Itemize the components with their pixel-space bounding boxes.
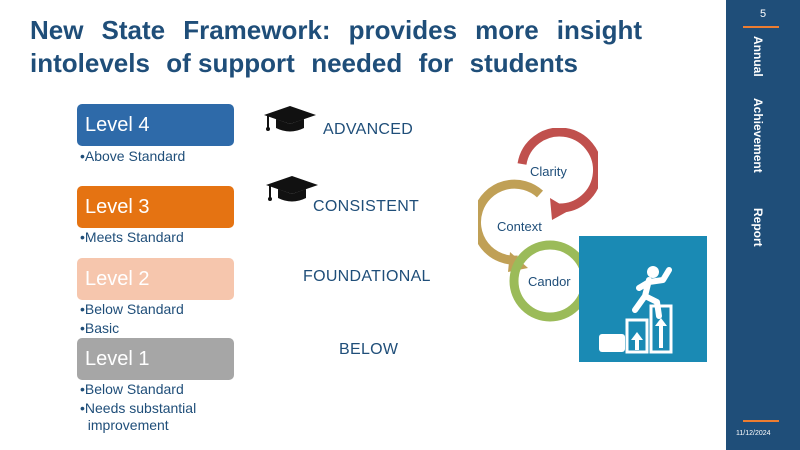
arrow-head bbox=[550, 198, 570, 220]
cycle-label-candor: Candor bbox=[528, 274, 571, 289]
descriptor-below: BELOW bbox=[339, 341, 399, 358]
cycle-label-context: Context bbox=[497, 219, 542, 234]
title-word: provides bbox=[348, 15, 458, 45]
sidebar-word: Annual bbox=[751, 36, 765, 77]
title-word: students bbox=[469, 48, 578, 78]
sidebar-word: Achievement bbox=[751, 98, 765, 173]
climbing-stairs-icon bbox=[579, 236, 707, 362]
descriptor-advanced: ADVANCED bbox=[323, 121, 414, 138]
title-line-1: New State Framework: provides more insig… bbox=[30, 14, 642, 47]
level-3-bullet: •Meets Standard bbox=[80, 229, 184, 245]
slide-title: New State Framework: provides more insig… bbox=[30, 14, 642, 80]
title-word: Framework: bbox=[183, 15, 331, 45]
title-word: insight bbox=[556, 15, 642, 45]
graduation-cap-icon bbox=[266, 176, 318, 202]
title-word: for bbox=[418, 48, 454, 78]
title-word: of support bbox=[166, 48, 295, 78]
title-word: State bbox=[101, 15, 166, 45]
graduation-cap-icon bbox=[264, 106, 316, 132]
sidebar-word: Report bbox=[751, 208, 765, 247]
level-4-box: Level 4 bbox=[77, 104, 234, 146]
title-word: New bbox=[30, 15, 84, 45]
descriptor-consistent: CONSISTENT bbox=[313, 198, 420, 215]
level-1-box: Level 1 bbox=[77, 338, 234, 380]
sidebar-rule bbox=[743, 420, 779, 422]
sidebar-rule bbox=[743, 26, 779, 28]
level-4-bullet: •Above Standard bbox=[80, 148, 186, 164]
cycle-label-clarity: Clarity bbox=[530, 164, 567, 179]
title-word: intolevels bbox=[30, 48, 150, 78]
level-1-bullet: •Needs substantial improvement bbox=[80, 400, 197, 433]
level-3-box: Level 3 bbox=[77, 186, 234, 228]
context-ring bbox=[478, 179, 544, 265]
page-number: 5 bbox=[759, 8, 767, 20]
sidebar: 5 Annual Achievement Report 11/12/2024 bbox=[726, 0, 800, 450]
descriptor-foundational: FOUNDATIONAL bbox=[303, 268, 431, 285]
title-line-2: intolevels of support needed for student… bbox=[30, 47, 578, 80]
climbing-figure-icon bbox=[599, 266, 673, 354]
title-word: more bbox=[475, 15, 539, 45]
slide-date: 11/12/2024 bbox=[736, 430, 771, 437]
level-2-bullet: •Below Standard bbox=[80, 301, 184, 317]
level-2-bullet: •Basic bbox=[80, 320, 120, 336]
level-2-box: Level 2 bbox=[77, 258, 234, 300]
clarity-ring bbox=[517, 128, 598, 213]
title-word: needed bbox=[311, 48, 403, 78]
level-1-bullet: •Below Standard bbox=[80, 381, 184, 397]
